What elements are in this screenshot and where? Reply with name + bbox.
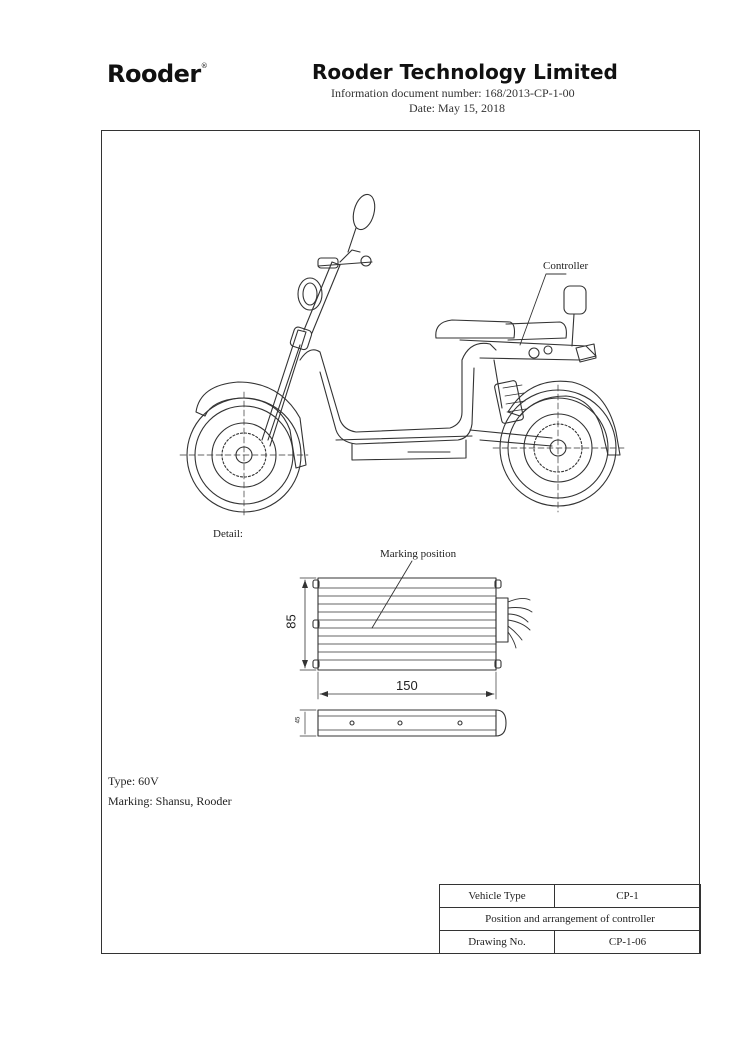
vehicle-type-value: CP-1 xyxy=(554,884,701,908)
company-name: Rooder Technology Limited xyxy=(312,60,618,84)
document-number: Information document number: 168/2013-CP… xyxy=(331,86,575,100)
drawing-frame xyxy=(101,130,700,954)
controller-front-view xyxy=(299,560,533,700)
title-block: Vehicle Type CP-1 Position and arrangeme… xyxy=(439,884,701,954)
controller-marking: Marking: Shansu, Rooder xyxy=(108,794,232,808)
title-block-row: Position and arrangement of controller xyxy=(439,907,701,931)
controller-type: Type: 60V xyxy=(108,774,159,788)
controller-label: Controller xyxy=(543,260,589,272)
vehicle-type-label: Vehicle Type xyxy=(439,884,555,908)
controller-side-view xyxy=(299,709,507,737)
drawing-description: Position and arrangement of controller xyxy=(439,907,701,931)
dimension-width: 150 xyxy=(396,678,418,693)
title-block-row: Vehicle Type CP-1 xyxy=(439,884,701,908)
detail-label: Detail: xyxy=(213,528,243,540)
marking-position-label: Marking position xyxy=(380,548,457,560)
scooter-illustration xyxy=(179,193,625,516)
rooder-logo: Rooder® xyxy=(107,60,208,88)
drawing-no-label: Drawing No. xyxy=(439,930,555,954)
dimension-thickness: 45 xyxy=(295,716,302,724)
dimension-height: 85 xyxy=(283,614,299,629)
document-date: Date: May 15, 2018 xyxy=(409,101,505,115)
title-block-row: Drawing No. CP-1-06 xyxy=(439,930,701,954)
drawing-no-value: CP-1-06 xyxy=(554,930,701,954)
